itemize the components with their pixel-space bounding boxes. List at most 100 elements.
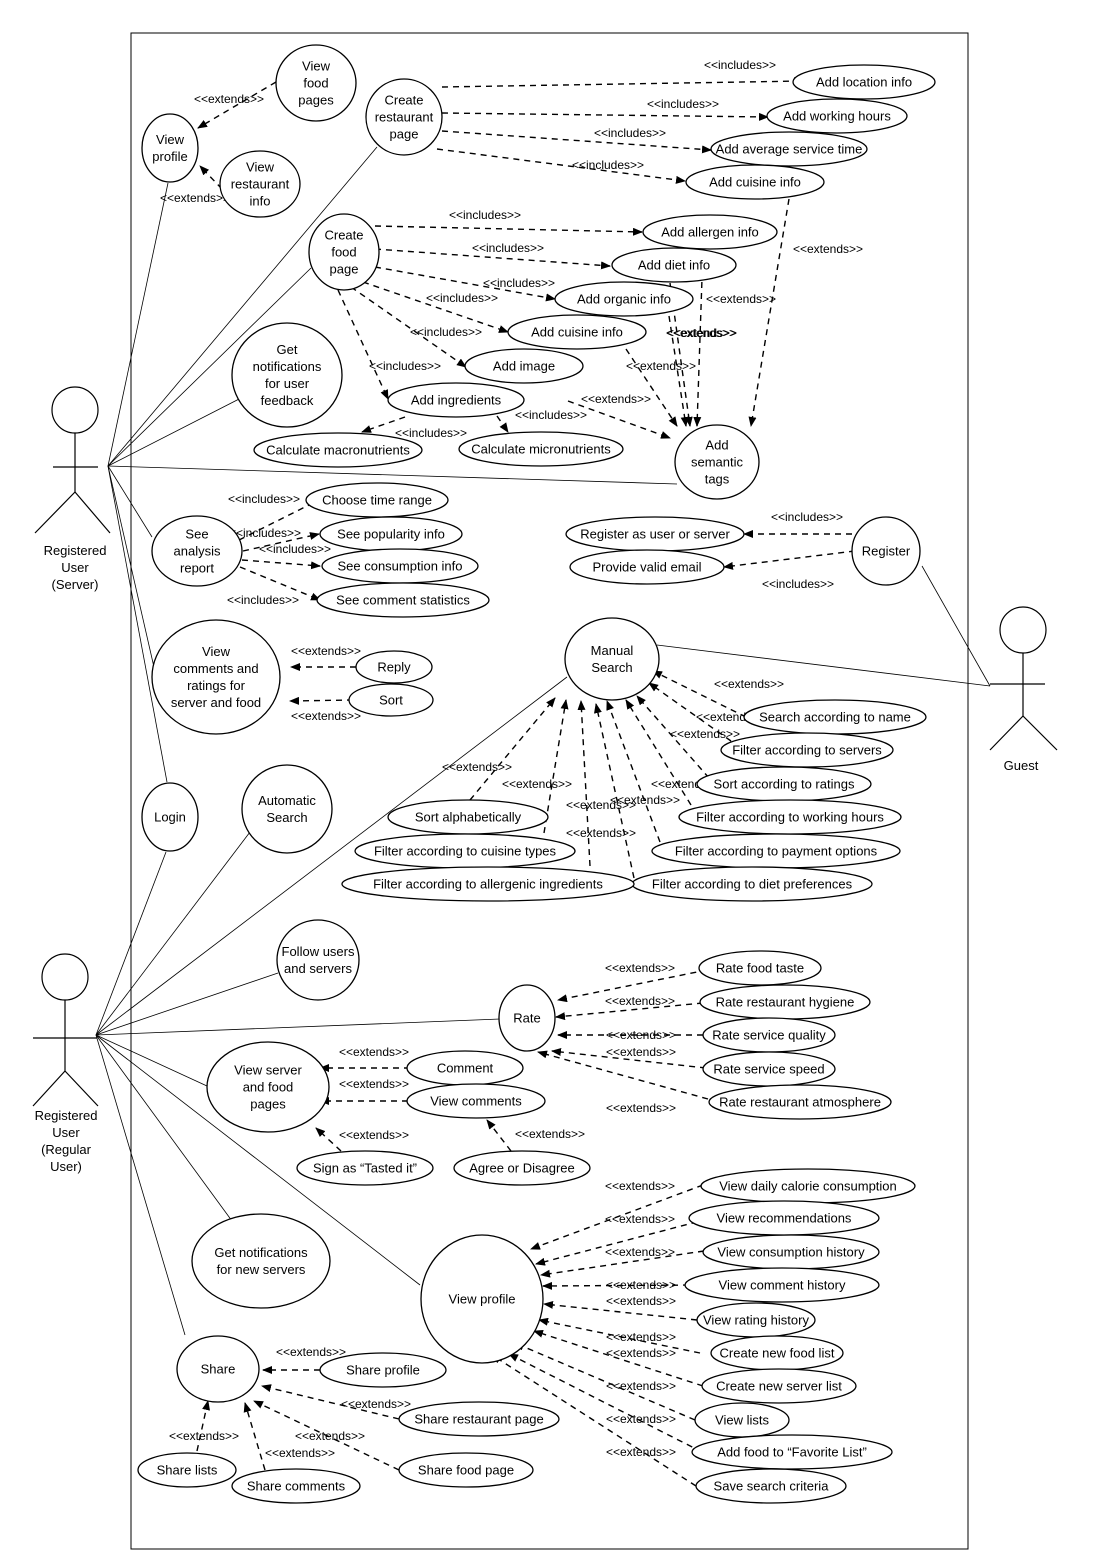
association-regular-auto-search <box>95 831 251 1036</box>
relation-extends-label: <<extends>> <box>606 1101 676 1115</box>
use-case-ellipse <box>564 617 660 701</box>
actor-head <box>999 606 1047 654</box>
association-server-create-food-page <box>107 267 312 467</box>
relation-extends-arrow <box>543 699 569 834</box>
use-case-see-comment-stats: See comment statistics <box>316 582 490 618</box>
use-case-reply: Reply <box>355 650 433 684</box>
use-case-label: Filter according to payment options <box>675 844 878 859</box>
use-case-ellipse <box>231 322 343 428</box>
relation-extends-arrow <box>289 696 354 705</box>
use-case-label: notifications <box>253 359 322 374</box>
use-case-label: Create <box>384 93 423 108</box>
use-case-label: Share <box>201 1362 236 1377</box>
use-case-ellipse <box>137 1452 237 1488</box>
association-server-see-analysis <box>107 465 153 538</box>
use-case-ellipse <box>554 281 694 317</box>
use-case-label: Share comments <box>247 1479 346 1494</box>
relation-extends-label: <<extends>> <box>606 1379 676 1393</box>
relation-includes-arrow <box>441 130 712 154</box>
relation-includes-label: <<includes>> <box>472 241 544 255</box>
relation-includes-label: <<includes>> <box>259 542 331 556</box>
use-case-ellipse <box>507 314 647 350</box>
relation-extends-label: <<extends>> <box>605 1179 675 1193</box>
use-case-choose-time: Choose time range <box>305 482 449 518</box>
use-case-rate: Rate <box>498 984 556 1052</box>
use-case-label: comments and <box>173 661 258 676</box>
use-case-login: Login <box>141 782 199 852</box>
use-case-label: semantic <box>691 455 744 470</box>
use-case-sort: Sort <box>348 683 434 717</box>
use-case-add-organic: Add organic info <box>554 281 694 317</box>
use-case-valid-email: Provide valid email <box>569 549 725 585</box>
relation-extends-arrow <box>551 1048 707 1069</box>
relation-includes-label: <<includes>> <box>449 208 521 222</box>
use-case-label: Add ingredients <box>411 393 502 408</box>
association-guest-manual-search <box>656 644 991 687</box>
use-case-ellipse <box>792 64 936 100</box>
use-case-filter-hours: Filter according to working hours <box>678 799 902 835</box>
relation-extends-label: <<extends>> <box>605 961 675 975</box>
use-case-label: Sort <box>379 693 403 708</box>
use-case-ellipse <box>851 516 921 586</box>
use-case-label: Add organic info <box>577 292 671 307</box>
use-case-label: Filter according to diet preferences <box>652 877 853 892</box>
relation-includes-label: <<includes>> <box>395 426 467 440</box>
use-case-label: View daily calorie consumption <box>719 1179 897 1194</box>
use-case-label: See comment statistics <box>336 593 470 608</box>
relation-includes-arrow <box>496 415 509 433</box>
use-case-label: Add food to “Favorite List” <box>717 1445 867 1460</box>
use-case-label: profile <box>152 149 187 164</box>
relation-extends-arrow <box>261 1384 400 1420</box>
actor-leg <box>989 715 1024 751</box>
actor-leg <box>32 1070 66 1107</box>
use-case-ellipse <box>141 782 199 852</box>
relation-extends-label: <<extends>> <box>606 1028 676 1042</box>
relation-extends-arrow <box>243 1402 266 1471</box>
use-case-vp-save-search: Save search criteria <box>695 1468 847 1504</box>
actor-label: Guest <box>1004 758 1039 773</box>
use-case-label: View <box>202 644 231 659</box>
use-case-search-name: Search according to name <box>743 699 927 735</box>
use-case-ellipse <box>498 984 556 1052</box>
actor-leg <box>74 491 111 534</box>
use-case-filter-cuisine: Filter according to cuisine types <box>354 833 576 869</box>
use-case-label: See popularity info <box>337 527 445 542</box>
relation-extends-arrow <box>196 1400 210 1452</box>
association-server-create-rest-page <box>107 146 378 467</box>
use-case-label: and servers <box>284 961 352 976</box>
relation-extends-arrow <box>625 699 692 806</box>
use-case-label: page <box>390 127 419 142</box>
relation-extends-label: <<extends>> <box>606 1346 676 1360</box>
use-case-ellipse <box>464 348 584 384</box>
use-case-label: analysis <box>174 544 221 559</box>
use-case-label: pages <box>298 93 334 108</box>
use-case-ellipse <box>308 213 380 291</box>
use-case-ellipse <box>151 515 243 587</box>
use-case-label: Get notifications <box>214 1245 308 1260</box>
relation-includes-label: <<includes>> <box>647 97 719 111</box>
use-case-label: View rating history <box>703 1313 809 1328</box>
use-case-label: Share profile <box>346 1363 420 1378</box>
relation-includes-arrow <box>441 77 804 88</box>
use-case-ellipse <box>569 549 725 585</box>
relation-extends-label: <<extends>> <box>606 1045 676 1059</box>
use-case-label: Calculate macronutrients <box>266 443 410 458</box>
use-case-label: Add location info <box>816 75 912 90</box>
association-server-view-profile-s <box>107 182 169 467</box>
use-case-label: Reply <box>377 660 411 675</box>
use-case-ellipse <box>355 650 433 684</box>
relation-extends-label: <<extends>> <box>291 709 361 723</box>
use-case-ellipse <box>708 1084 892 1120</box>
relation-extends-label: <<extends>> <box>502 777 572 791</box>
use-case-ellipse <box>387 382 525 418</box>
use-case-label: Rate restaurant atmosphere <box>719 1095 881 1110</box>
use-case-label: Register <box>862 544 911 559</box>
association-regular-get-notif-servers <box>95 1034 233 1222</box>
relation-extends-arrow <box>469 697 556 801</box>
use-case-label: server and food <box>171 695 261 710</box>
use-case-ellipse <box>151 619 281 735</box>
